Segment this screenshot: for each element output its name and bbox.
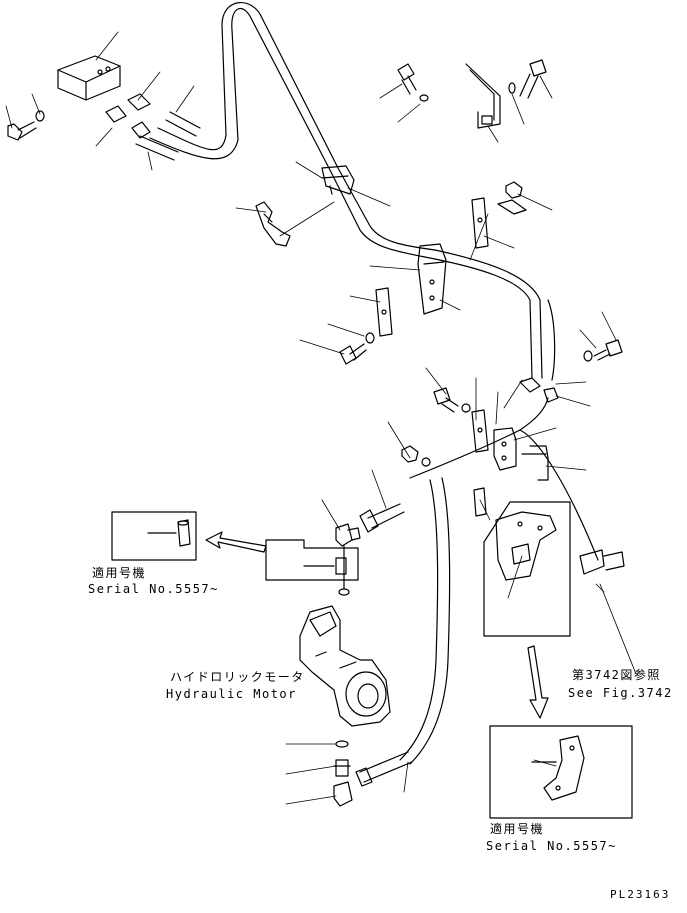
adapter-fitting (105, 93, 151, 139)
o-ring-lower (335, 740, 349, 748)
svg-text:Serial No.5557~: Serial No.5557~ (486, 839, 617, 853)
elbow-fitting (335, 523, 361, 547)
center-clamp (417, 243, 447, 315)
bolt-upper (397, 63, 429, 102)
spacer-plate (375, 287, 393, 337)
svg-text:Serial No.5557~: Serial No.5557~ (88, 582, 219, 596)
bolt-lower (433, 387, 471, 413)
serial-label-left: 適用号機 Serial No.5557~ (88, 565, 219, 596)
see-fig-label: 第3742図参照 See Fig.3742 (568, 667, 673, 700)
arrow-left (205, 531, 267, 553)
svg-text:適用号機: 適用号機 (490, 821, 544, 836)
leader-lines (5, 31, 637, 805)
svg-text:ハイドロリックモータ: ハイドロリックモータ (170, 670, 305, 684)
adapter-detail (265, 539, 359, 581)
mount-bracket (495, 511, 557, 581)
nipple-lower (333, 759, 351, 777)
bolt-center (339, 332, 375, 365)
main-tube (149, 2, 543, 379)
svg-text:適用号機: 適用号機 (92, 565, 146, 580)
upper-plate (471, 197, 489, 249)
hose-end-middle (359, 503, 405, 533)
plate-code: PL23163 (610, 888, 670, 901)
nut-lower (401, 445, 431, 467)
serial-label-right: 適用号機 Serial No.5557~ (486, 821, 617, 853)
arrow-down (527, 645, 549, 719)
tube-clamp-right (519, 377, 559, 403)
nut-upper (497, 181, 527, 215)
lower-clamp-block (493, 427, 517, 471)
secondary-hose (399, 299, 599, 765)
detail-box-right (483, 501, 571, 637)
clip-left (255, 201, 291, 247)
cable-end (579, 549, 625, 575)
block-bolt (7, 110, 45, 141)
hose-end-top (135, 111, 201, 161)
lower-bracket-right (521, 445, 549, 481)
lower-plate-left (471, 409, 489, 453)
tube-clamp-upper (321, 165, 355, 195)
detail-box-left (111, 511, 197, 561)
bolt-right (583, 339, 623, 362)
hydraulic-motor (299, 545, 391, 727)
motor-label: ハイドロリックモータ Hydraulic Motor (166, 670, 305, 701)
elbow-lower (333, 781, 353, 807)
svg-text:第3742図参照: 第3742図参照 (572, 667, 661, 682)
junction-block (57, 55, 121, 101)
svg-text:Hydraulic Motor: Hydraulic Motor (166, 687, 297, 701)
upper-bracket (465, 63, 501, 129)
bolt-upper-right (508, 59, 547, 99)
small-link-plate (473, 487, 487, 517)
detail-box-lower (489, 725, 633, 819)
hose-end-lower (355, 751, 413, 787)
svg-text:See Fig.3742: See Fig.3742 (568, 686, 673, 700)
